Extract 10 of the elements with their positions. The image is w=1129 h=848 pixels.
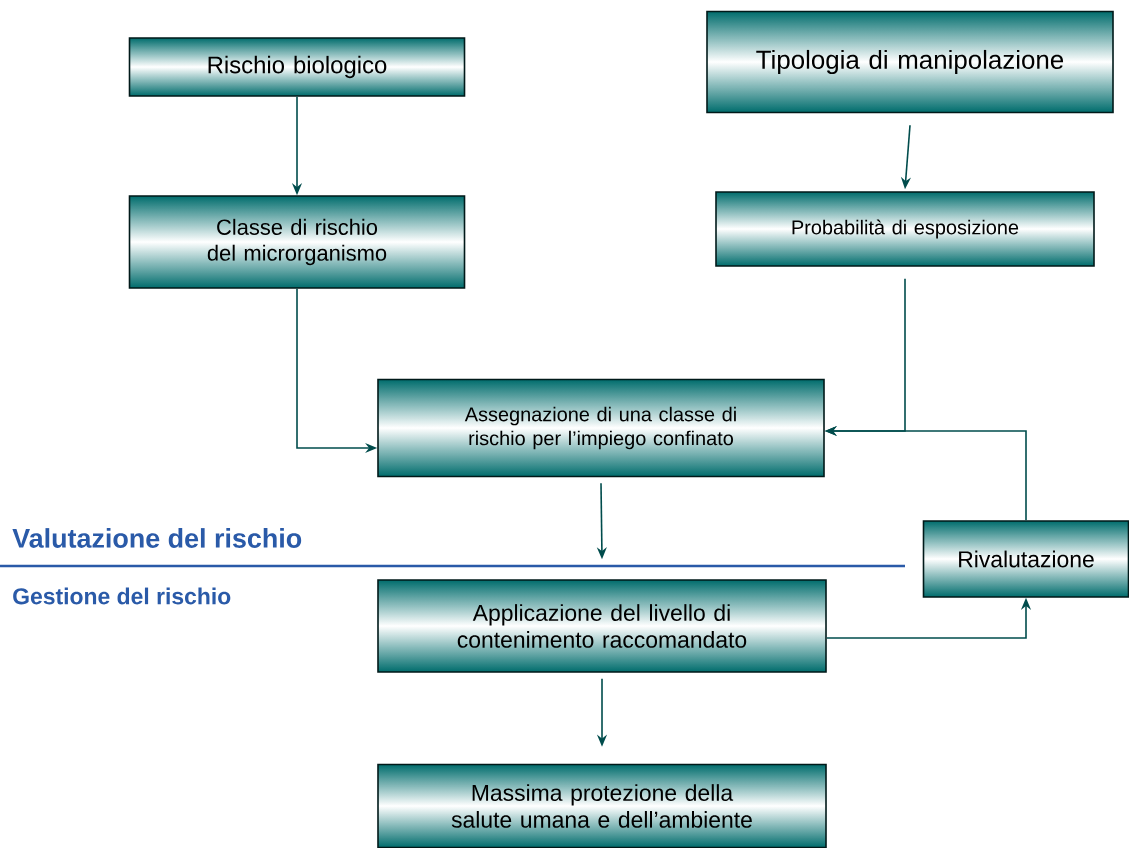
process-box: Rischio biologico bbox=[128, 37, 466, 97]
process-box: Rivalutazione bbox=[922, 520, 1129, 598]
process-box: Applicazione del livello di contenimento raccomandato bbox=[377, 579, 827, 673]
process-box: Massima protezione della salute umana e dell’ambiente bbox=[377, 763, 827, 848]
section-heading: Valutazione del rischio bbox=[12, 528, 302, 548]
process-box: Assegnazione di una classe di rischio per l’impiego confinato bbox=[377, 378, 825, 478]
process-box: Tipologia di manipolazione bbox=[706, 10, 1114, 114]
process-box: Classe di rischio del microrganismo bbox=[128, 195, 466, 289]
process-box: Probabilità di esposizione bbox=[715, 191, 1095, 267]
section-heading: Gestione del rischio bbox=[13, 587, 231, 605]
